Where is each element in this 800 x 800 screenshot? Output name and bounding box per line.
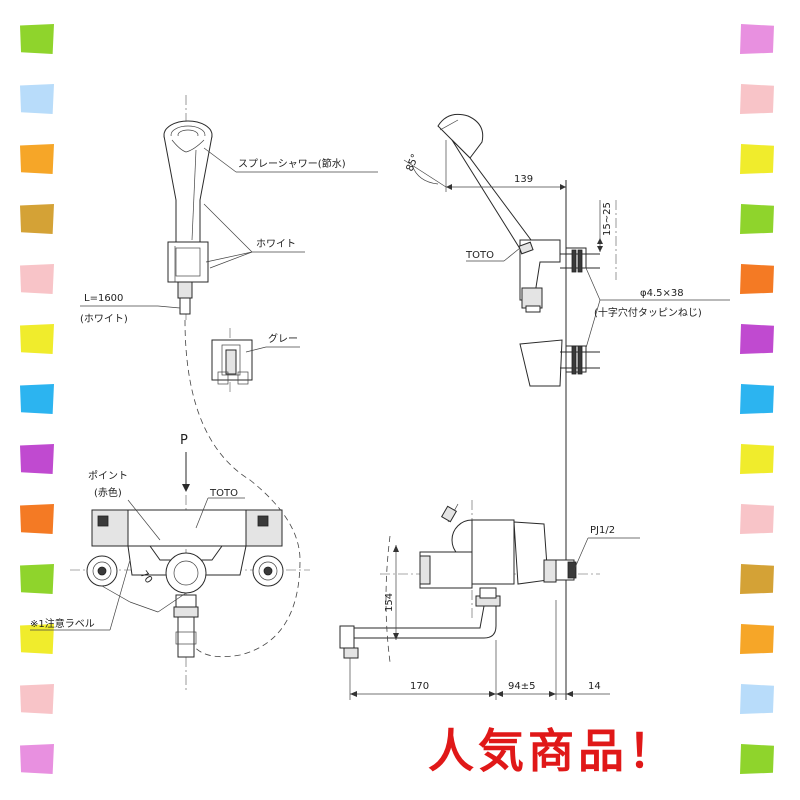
border-color-square [20,384,54,414]
holder-front: グレー [211,328,300,395]
dim-14: 14 [588,681,601,692]
border-color-square [20,564,54,594]
border-color-square [740,744,774,774]
mixer-side-dimensions: 154 170 94±5 14 PJ1/2 [349,525,640,700]
hose-callout: L=1600 (ホワイト) [80,293,181,325]
promo-banner: 人気商品！ [428,724,678,778]
border-color-square [20,204,54,234]
white-callout: ホワイト [203,203,305,269]
border-color-square [20,144,54,174]
dim-15-25: 15~25 [602,202,613,236]
border-color-square [20,84,54,114]
p-indicator: P [180,433,190,492]
border-color-square [740,324,774,354]
dim-94: 94±5 [508,681,535,692]
border-color-square [20,324,54,354]
border-color-square [740,144,774,174]
border-color-square [20,264,54,294]
dim-154: 154 [384,593,395,612]
border-color-square [740,564,774,594]
border-color-square [740,504,774,534]
hose-length-label: L=1600 [84,293,123,304]
border-color-square [740,684,774,714]
spray-shower-callout: スプレーシャワー(節水) [203,147,378,173]
spray-shower-label: スプレーシャワー(節水) [238,157,346,170]
border-color-square [740,84,774,114]
border-color-square [740,444,774,474]
mixer-front [70,495,310,690]
point-color-label: (赤色) [94,486,122,499]
border-color-square [20,24,54,54]
hose-dashed-path [184,319,301,658]
point-label: ポイント [88,470,128,482]
screw-type-label: (十字穴付タッピンねじ) [594,306,702,319]
border-color-square [20,444,54,474]
border-color-square [740,204,774,234]
white-label: ホワイト [256,238,296,250]
border-color-square [740,384,774,414]
border-color-square [740,24,774,54]
border-color-square [20,624,54,654]
border-color-square [740,264,774,294]
hose-color-label: (ホワイト) [80,313,128,325]
border-color-square [20,684,54,714]
screw-spec-label: φ4.5×38 [640,288,684,299]
wall-brackets: φ4.5×38 (十字穴付タッピンねじ) [519,247,730,387]
border-color-square [20,744,54,774]
mixer-front-callouts: ポイント (赤色) TOTO ※1注意ラベル 70 [30,470,245,631]
toto-side-label: TOTO [465,250,494,261]
dim-angle: 85° [405,153,422,174]
hand-shower-side [437,113,561,313]
pipe-thread-label: PJ1/2 [590,525,615,536]
caution-label: ※1注意ラベル [30,617,95,630]
toto-front-label: TOTO [209,488,238,499]
dim-170: 170 [410,681,429,692]
hand-shower-front [163,95,213,320]
mixer-side [339,500,600,663]
grey-label: グレー [268,332,298,345]
border-color-square [20,504,54,534]
p-label: P [180,433,188,448]
border-color-square [740,624,774,654]
dim-139: 139 [514,174,533,185]
